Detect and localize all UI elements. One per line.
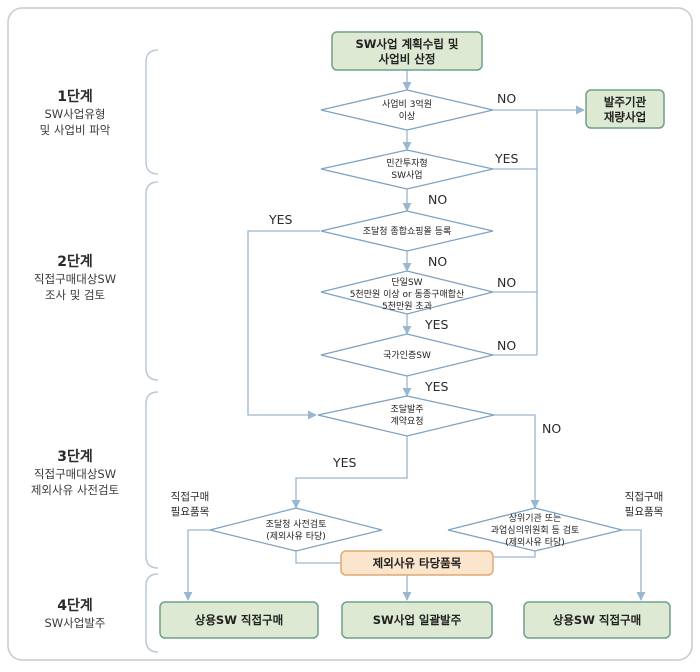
arrow-d6-no-d8 [494,414,540,509]
stage-1-title: 1단계 [57,88,93,105]
start-line-2: 사업비 산정 [379,52,436,66]
label-yes-left: YES [268,212,293,227]
stage-1-line-1: SW사업유형 [45,107,106,121]
stage-3-label: 3단계 직접구매대상SW 제외사유 사전검토 [31,448,119,497]
label-no-4: NO [497,275,516,290]
line-d8-exempt [494,551,536,558]
diamond-national-cert: 국가인증SW [320,333,494,377]
label-no-1: NO [497,91,516,106]
label-yes-2: YES [424,317,449,332]
bracket-stage-3 [145,391,159,569]
d3-line-1: 조달청 종합쇼핑몰 등록 [363,225,452,237]
need-left-line-1: 직접구매 [171,491,210,503]
diamond-shopping-mall: 조달청 종합쇼핑몰 등록 [320,210,494,252]
start-line-1: SW사업 계획수립 및 [355,37,458,51]
bracket-stage-4 [145,573,159,653]
d7-line-1: 조달청 사전검토 [266,518,327,530]
diamond-procurement-request: 조달발주 계약요청 [317,395,495,437]
stage-3-title: 3단계 [57,448,93,465]
ordering-line-2: 재량사업 [604,110,646,124]
connectors [183,70,646,601]
d6-line-1: 조달발주 [390,403,423,415]
d2-line-2: SW사업 [391,170,422,181]
d7-line-2: (제외사유 타당) [266,530,326,542]
d4-line-1: 단일SW [391,277,422,288]
diamond-pps-review: 조달청 사전검토 (제외사유 타당) [209,507,383,552]
ordering-agency-box: 발주기관 재량사업 [585,89,665,129]
stage-4-line-1: SW사업발주 [45,616,106,630]
diamond-single-sw: 단일SW 5천만원 이상 or 동종구매합산 5천만원 초과 [320,270,494,315]
diamond-budget: 사업비 3억원 이상 [320,89,494,131]
stage-2-line-1: 직접구매대상SW [34,272,116,286]
bracket-stage-2 [145,181,159,381]
stage-2-label: 2단계 직접구매대상SW 조사 및 검토 [34,253,116,302]
label-no-3: NO [428,254,447,269]
out-left-label: 상용SW 직접구매 [195,613,283,627]
label-no-5: NO [497,338,516,353]
need-left-line-2: 필요품목 [171,506,210,518]
exempt-label: 제외사유 타당품목 [373,556,462,570]
exemption-box: 제외사유 타당품목 [340,550,494,576]
stage-brackets [145,49,159,653]
stage-4-title: 4단계 [57,597,93,614]
stage-2-line-2: 조사 및 검토 [45,288,105,302]
need-right-line-2: 필요품목 [625,506,664,518]
output-mid-box: SW사업 일괄발주 [341,601,493,639]
d1-line-2: 이상 [399,111,416,122]
d8-line-1: 상위기관 또는 [509,513,562,524]
d1-line-1: 사업비 3억원 [382,98,432,110]
d8-line-2: 과업심의위원회 등 검토 [491,524,580,536]
start-box: SW사업 계획수립 및 사업비 산정 [331,31,483,71]
arrow-d3-yes-d6 [247,230,320,420]
label-no-2: NO [428,192,447,207]
ordering-line-1: 발주기관 [604,95,647,109]
d6-line-2: 계약요청 [390,415,423,427]
stage-3-line-2: 제외사유 사전검토 [31,483,119,497]
arrow-d6-yes-d7 [291,436,408,509]
outer-border [7,7,693,661]
label-yes-1: YES [494,151,519,166]
stage-1-line-2: 및 사업비 파악 [40,123,111,137]
stage-4-label: 4단계 SW사업발주 [45,597,106,630]
diamond-private-investment: 민간투자형 SW사업 [320,149,494,190]
arrow-d7-left-out [183,529,210,601]
stage-2-title: 2단계 [57,253,93,270]
line-d7-exempt [295,551,340,564]
label-no-6: NO [542,421,561,436]
stage-3-line-1: 직접구매대상SW [34,467,116,481]
out-mid-label: SW사업 일괄발주 [373,613,462,627]
stage-1-label: 1단계 SW사업유형 및 사업비 파악 [40,88,111,137]
label-yes-3: YES [424,379,449,394]
d5-line-1: 국가인증SW [383,350,431,361]
bracket-stage-1 [145,49,159,175]
label-yes-4: YES [332,455,357,470]
d4-line-3: 5천만원 초과 [382,301,432,312]
d2-line-1: 민간투자형 [386,158,427,169]
diamond-higher-review: 상위기관 또는 과업심의위원회 등 검토 (제외사유 타당) [447,507,623,552]
arrow-d8-right-out [622,529,646,601]
d4-line-2: 5천만원 이상 or 동종구매합산 [350,289,465,300]
out-right-label: 상용SW 직접구매 [553,613,641,627]
output-left-box: 상용SW 직접구매 [159,601,319,639]
d8-line-3: (제외사유 타당) [505,536,565,548]
output-right-box: 상용SW 직접구매 [523,601,671,639]
need-right-line-1: 직접구매 [625,491,664,503]
